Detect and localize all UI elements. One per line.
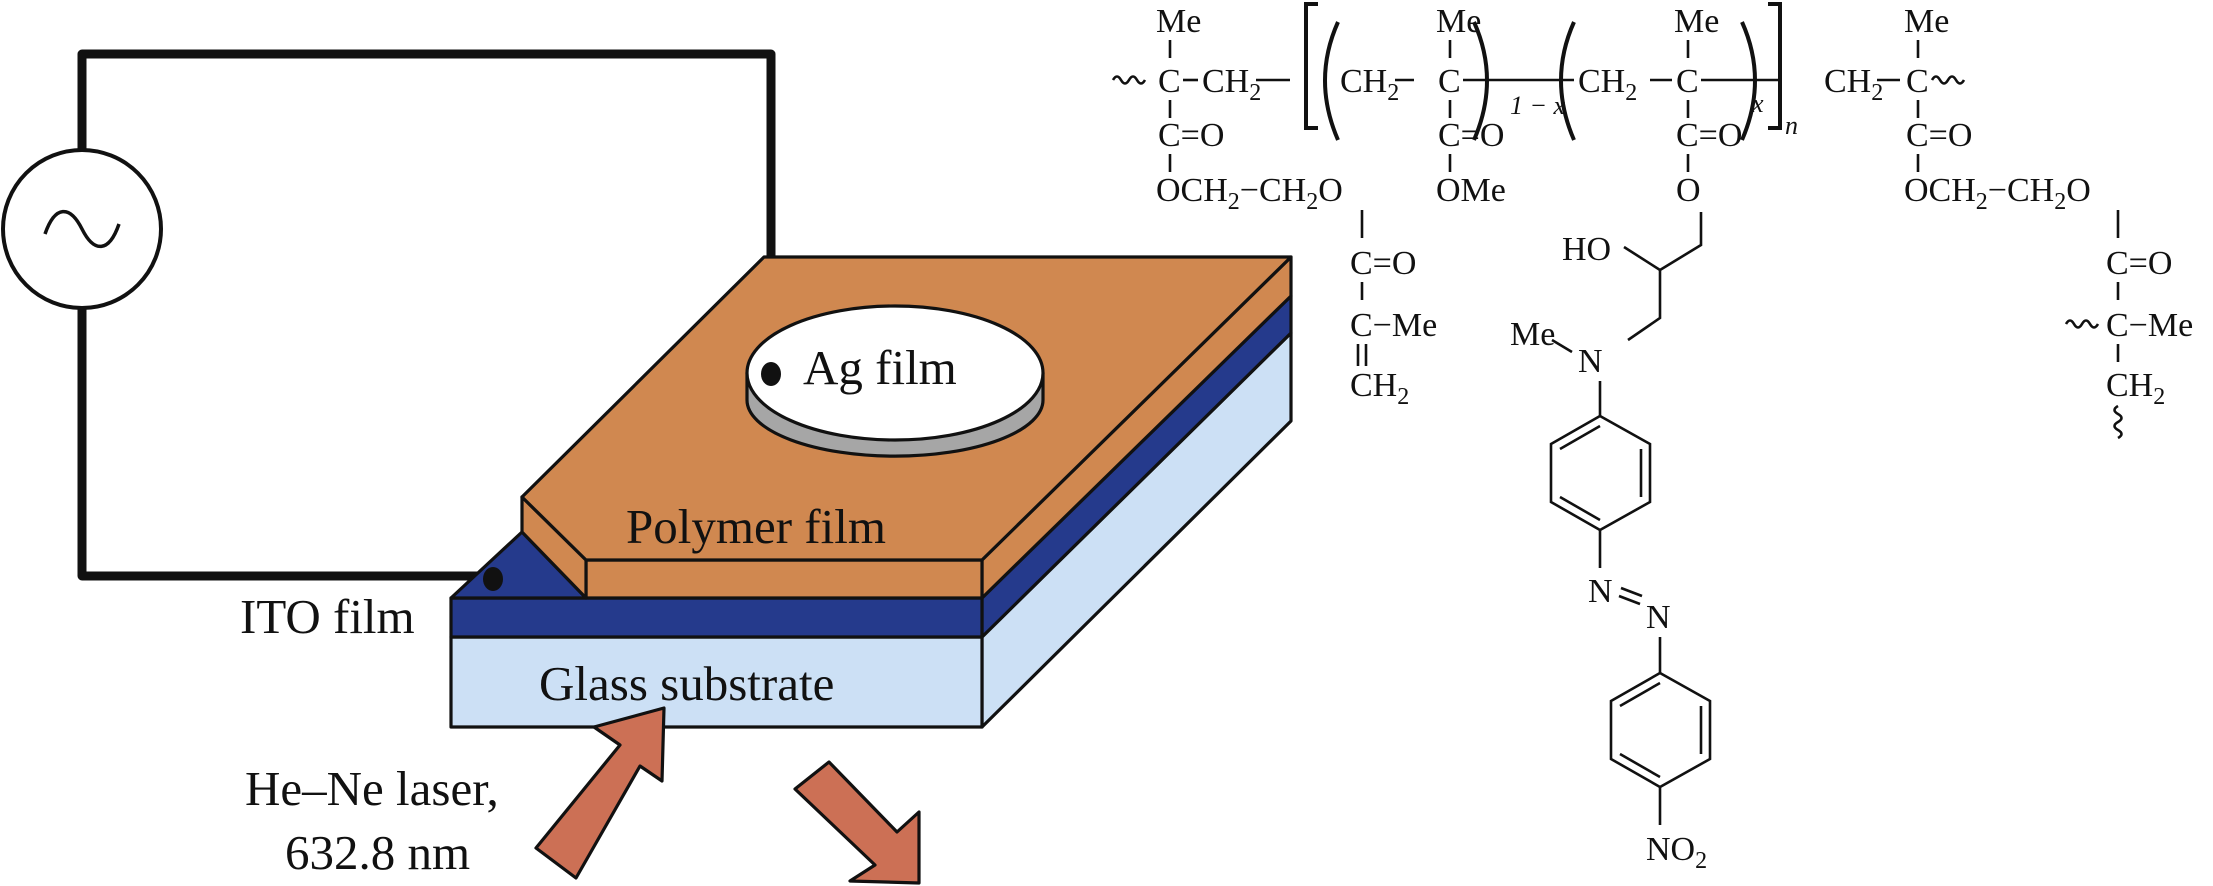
- subscript-n: n: [1785, 111, 1798, 140]
- polymer-chemical-structure: Me C CH2 C=O OCH2−CH2O C=O C−Me CH2 CH2 …: [1111, 2, 2193, 874]
- circuit-wire-bottom: [77, 308, 491, 581]
- subscript-x: x: [1751, 89, 1764, 118]
- ag-film-label: Ag film: [803, 340, 957, 395]
- c-right-label: C: [1906, 63, 1929, 100]
- paren-open-1: [1323, 21, 1340, 141]
- subscript-1-minus-x: 1 − x: [1510, 91, 1566, 120]
- crosslink2-carbonyl-label: C=O: [2106, 245, 2172, 282]
- me-label: Me: [1156, 3, 1201, 40]
- benzene-ring-1: [1549, 414, 1652, 532]
- laser-arrows: He–Ne laser, 632.8 nm: [245, 706, 921, 885]
- incident-beam-arrow: [534, 706, 666, 880]
- carbonyl-azo-label: C=O: [1676, 117, 1742, 154]
- ito-film-label: ITO film: [240, 589, 415, 644]
- device-stack: Ag film Polymer film ITO film Glass subs…: [240, 255, 1293, 729]
- wavy-bond-crosslink: [2064, 319, 2100, 329]
- me-azo-label: Me: [1674, 3, 1719, 40]
- ester-o-label: O: [1676, 172, 1701, 209]
- no2-label: NO2: [1646, 831, 1707, 874]
- ch2-mma-label: CH2: [1340, 63, 1399, 106]
- crosslink2-c-me-label: C−Me: [2106, 307, 2193, 344]
- wavy-bond-left: [1111, 75, 1147, 85]
- ag-film-disc: [745, 304, 1045, 458]
- ch2-right-label: CH2: [1824, 63, 1883, 106]
- laser-label-line2: 632.8 nm: [285, 825, 470, 880]
- n-me-label: Me: [1510, 316, 1555, 353]
- ch2-azo-label: CH2: [1578, 63, 1637, 106]
- laser-label-line1: He–Ne laser,: [245, 761, 499, 816]
- paren-open-2: [1559, 21, 1576, 141]
- amine-n-label: N: [1578, 343, 1603, 380]
- me-mma-label: Me: [1436, 3, 1481, 40]
- c-mma-label: C: [1438, 63, 1461, 100]
- och2-label: OCH2−CH2O: [1156, 172, 1343, 215]
- ch2-label: CH2: [1202, 63, 1261, 106]
- azo-n1-label: N: [1588, 573, 1613, 610]
- ag-contact-dot: [761, 362, 781, 386]
- paren-close-2: [1740, 21, 1757, 141]
- circuit-wire-top: [77, 49, 776, 374]
- square-bracket-close: [1768, 2, 1782, 130]
- crosslink-carbonyl-label: C=O: [1350, 245, 1416, 282]
- vinyl-ch2-label: CH2: [1350, 367, 1409, 410]
- carbonyl-right-label: C=O: [1906, 117, 1972, 154]
- ito-contact-dot: [483, 567, 503, 591]
- polymer-front-face: [584, 558, 984, 600]
- polymer-film-label: Polymer film: [626, 499, 886, 554]
- square-bracket-open: [1304, 2, 1318, 130]
- crosslink2-ch2-label: CH2: [2106, 367, 2165, 410]
- och2-right-label: OCH2−CH2O: [1904, 172, 2091, 215]
- ito-front-face: [449, 596, 984, 639]
- azo-n2-label: N: [1646, 599, 1671, 636]
- ho-label: HO: [1562, 231, 1611, 268]
- circuit: [1, 49, 776, 581]
- glass-substrate-label: Glass substrate: [539, 656, 834, 711]
- carbonyl-mma-label: C=O: [1438, 117, 1504, 154]
- benzene-ring-2: [1609, 671, 1712, 789]
- glass-front-face: [449, 635, 984, 729]
- paren-close-1: [1472, 21, 1489, 141]
- wavy-bond-bottom: [2113, 404, 2123, 440]
- ac-source-icon: [1, 148, 163, 310]
- c-label: C: [1158, 63, 1181, 100]
- me-right-label: Me: [1904, 3, 1949, 40]
- ome-label: OMe: [1436, 172, 1506, 209]
- wavy-bond-right: [1930, 75, 1966, 85]
- carbonyl-label: C=O: [1158, 117, 1224, 154]
- crosslink-c-me-label: C−Me: [1350, 307, 1437, 344]
- reflected-beam-arrow: [793, 760, 921, 885]
- c-azo-label: C: [1676, 63, 1699, 100]
